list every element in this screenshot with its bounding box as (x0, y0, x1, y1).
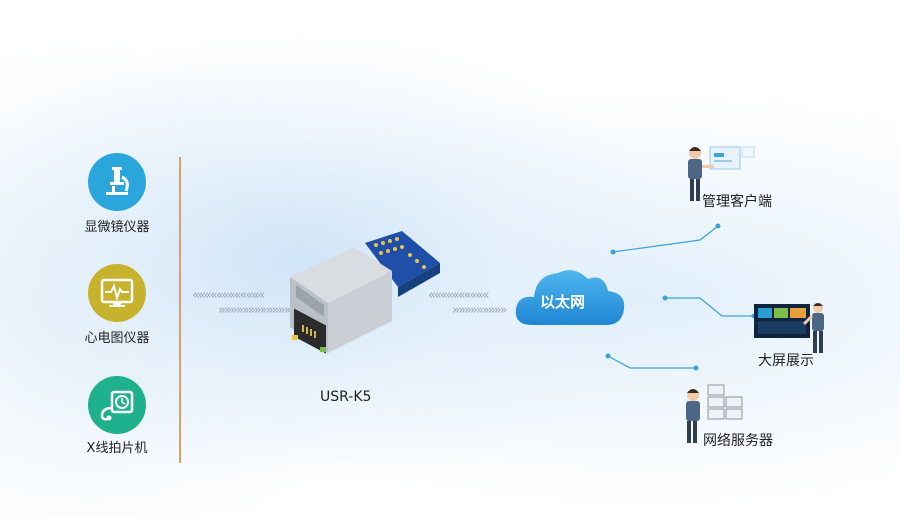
big-screen-illustration (752, 298, 834, 356)
endpoint-label-management: 管理客户端 (702, 194, 772, 210)
usr-k5-module-image (280, 225, 450, 360)
ethernet-cloud: 以太网 (512, 263, 627, 328)
chevron-stream-left-out: »»»»»»»»»»»» (218, 303, 291, 318)
chevron-stream-left-in: «««««««««««« (192, 288, 265, 303)
network-server-illustration (682, 383, 744, 445)
management-client-illustration (682, 143, 762, 205)
chevron-stream-right-in: «««««««««« (428, 288, 490, 303)
divider-line (179, 157, 181, 463)
ecg-monitor-icon (88, 264, 146, 322)
device-label-xray: X线拍片机 (86, 441, 148, 456)
device-label-ecg: 心电图仪器 (84, 331, 150, 346)
endpoint-label-bigscreen: 大屏展示 (758, 353, 814, 369)
device-label-microscope: 显微镜仪器 (84, 220, 150, 235)
endpoint-label-server: 网络服务器 (703, 433, 773, 449)
chevron-stream-right-out: »»»»»»»»» (452, 303, 508, 318)
module-label: USR-K5 (320, 389, 372, 405)
microscope-icon (88, 153, 146, 211)
cloud-label: 以太网 (540, 293, 586, 311)
xray-device-icon (88, 376, 146, 434)
